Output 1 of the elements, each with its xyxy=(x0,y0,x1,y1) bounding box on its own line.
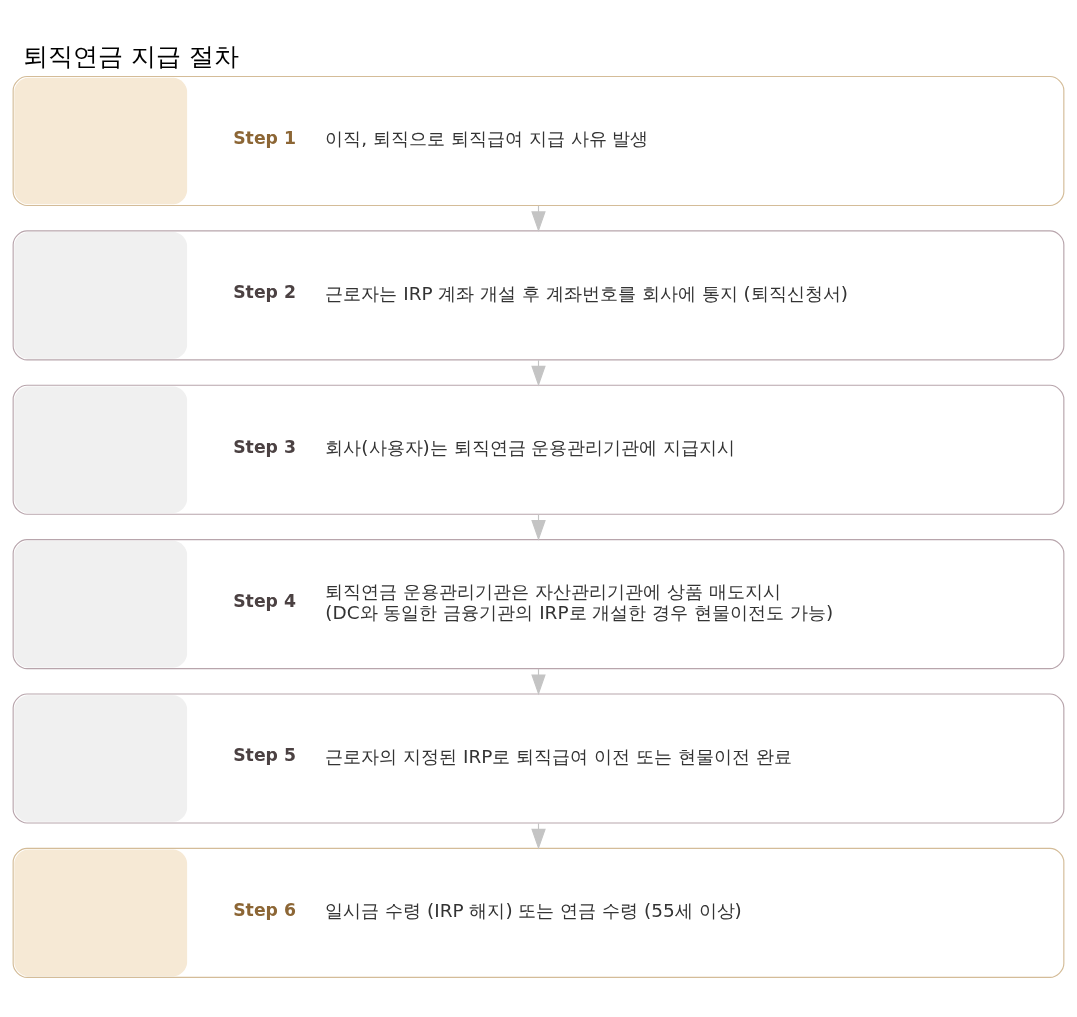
diagram-title: 퇴직연금 지급 절차 xyxy=(22,40,239,71)
